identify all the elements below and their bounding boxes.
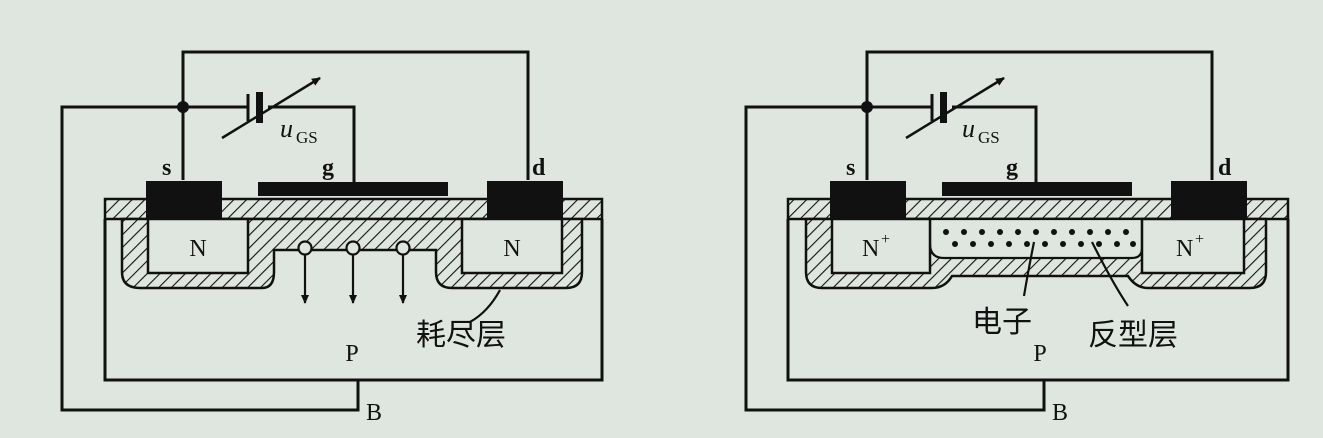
left-hole-markers [297, 240, 411, 304]
right-junction-node [861, 101, 873, 113]
left-depletion-leader [469, 289, 501, 323]
left-drain-region-label: N [503, 236, 520, 262]
left-wiring [60, 50, 530, 412]
left-substrate-body [103, 219, 604, 382]
right-electron-dots [943, 229, 1136, 247]
right-inversion-layer [928, 217, 1144, 260]
right-body-label: B [1052, 400, 1068, 426]
left-layer-caption: 耗尽层 [416, 318, 506, 353]
left-drain-electrode [487, 181, 563, 219]
left-gate-electrode [258, 182, 448, 196]
right-drain-electrode [1171, 181, 1247, 219]
hole-marker-1 [297, 240, 313, 256]
right-substrate-label: P [1033, 341, 1046, 367]
hole-marker-2 [345, 240, 361, 256]
right-source-region-label: N [862, 236, 879, 262]
left-source-region-label: N [189, 236, 206, 262]
depletion-mosfet-diagram: s g d u GS N N P B 耗尽层 [60, 50, 604, 426]
left-voltage-symbol: u [280, 114, 293, 143]
inversion-mosfet-diagram: s g d u GS N + N + P B 电子 反型层 [744, 50, 1290, 426]
left-source-n-region [146, 217, 250, 275]
right-battery-symbol [905, 76, 1005, 140]
left-junction-node [177, 101, 189, 113]
left-drain-label: d [532, 155, 546, 181]
left-source-label: s [162, 155, 171, 181]
left-substrate-label: P [345, 341, 358, 367]
left-gate-label: g [322, 155, 334, 181]
hole-marker-3 [395, 240, 411, 256]
left-source-electrode [146, 181, 222, 219]
right-voltage-symbol: u [962, 114, 975, 143]
right-source-label: s [846, 155, 855, 181]
left-voltage-subscript: GS [296, 128, 318, 147]
right-voltage-subscript: GS [978, 128, 1000, 147]
right-source-electrode [830, 181, 906, 219]
right-electron-caption: 电子 [972, 305, 1032, 340]
right-drain-label: d [1218, 155, 1232, 181]
right-drain-n-plus-region [1140, 217, 1246, 275]
right-layer-caption: 反型层 [1088, 318, 1178, 353]
right-gate-label: g [1006, 155, 1018, 181]
right-electron-leader [1022, 241, 1036, 297]
right-substrate-body [786, 219, 1290, 382]
right-drain-region-label: N [1176, 236, 1193, 262]
right-inversion-leader [1091, 241, 1129, 307]
right-source-n-plus-region [830, 217, 932, 275]
right-source-region-sup: + [881, 231, 890, 248]
left-battery-symbol [221, 76, 321, 140]
left-body-label: B [366, 400, 382, 426]
right-drain-region-sup: + [1195, 231, 1204, 248]
left-drain-n-region [460, 217, 564, 275]
right-wiring [744, 50, 1214, 412]
right-gate-electrode [942, 182, 1132, 196]
